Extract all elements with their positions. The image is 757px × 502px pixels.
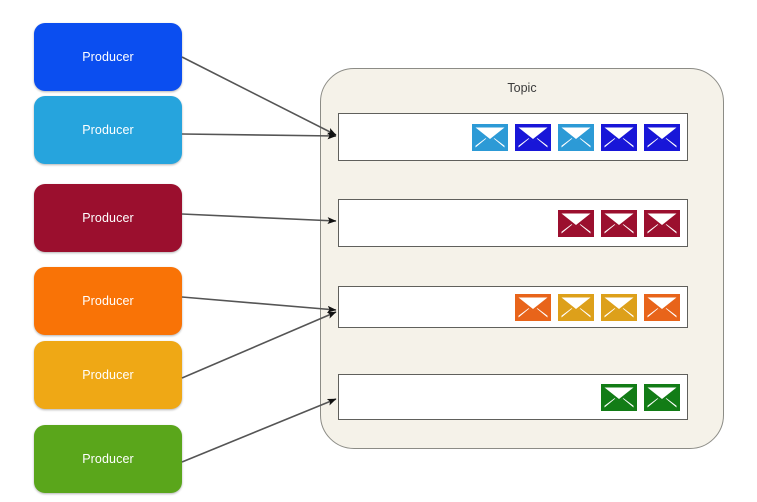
message-envelope-icon	[558, 209, 594, 237]
message-envelope-icon	[515, 293, 551, 321]
producer-label: Producer	[82, 368, 134, 382]
partition-2[interactable]	[338, 199, 688, 247]
producer-label: Producer	[82, 294, 134, 308]
producer-label: Producer	[82, 211, 134, 225]
message-envelope-icon	[558, 123, 594, 151]
producer-label: Producer	[82, 452, 134, 466]
message-envelope-icon	[472, 123, 508, 151]
connector-arrow-1	[181, 56, 337, 136]
message-envelope-icon	[644, 383, 680, 411]
message-envelope-icon	[644, 293, 680, 321]
producer-box-2[interactable]: Producer	[34, 96, 182, 164]
connector-arrow-5	[181, 311, 337, 379]
producer-box-6[interactable]: Producer	[34, 425, 182, 493]
message-envelope-icon	[601, 293, 637, 321]
connector-arrow-3	[181, 213, 337, 225]
partition-4[interactable]	[338, 374, 688, 420]
connector-arrow-4	[181, 296, 337, 313]
producer-box-1[interactable]: Producer	[34, 23, 182, 91]
partition-3[interactable]	[338, 286, 688, 328]
topic-label: Topic	[507, 81, 537, 95]
message-envelope-icon	[601, 383, 637, 411]
connector-arrow-2	[181, 132, 337, 140]
message-envelope-icon	[644, 123, 680, 151]
message-envelope-icon	[601, 209, 637, 237]
producer-box-5[interactable]: Producer	[34, 341, 182, 409]
message-envelope-icon	[515, 123, 551, 151]
message-envelope-icon	[558, 293, 594, 321]
message-envelope-icon	[601, 123, 637, 151]
producer-label: Producer	[82, 50, 134, 64]
partition-1[interactable]	[338, 113, 688, 161]
producer-box-3[interactable]: Producer	[34, 184, 182, 252]
message-envelope-icon	[644, 209, 680, 237]
producer-box-4[interactable]: Producer	[34, 267, 182, 335]
producer-label: Producer	[82, 123, 134, 137]
connector-arrow-6	[181, 398, 337, 463]
